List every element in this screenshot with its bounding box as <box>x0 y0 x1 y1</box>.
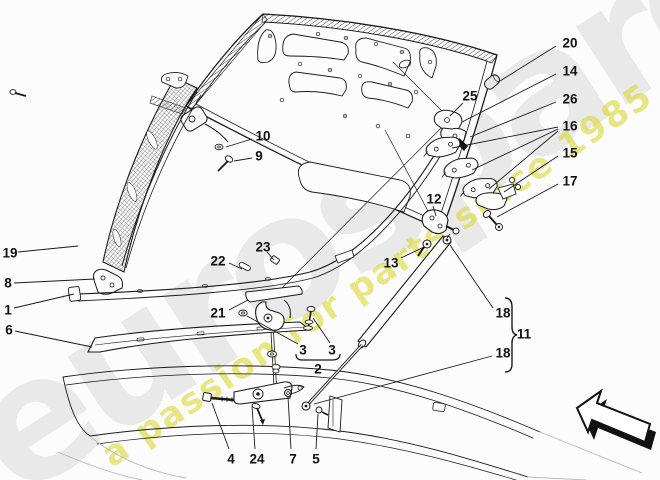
leader-line <box>14 330 93 348</box>
leader-line <box>488 130 559 190</box>
callout-18: 18 <box>495 306 511 321</box>
leader-line <box>225 138 253 148</box>
leader-line <box>451 126 559 149</box>
callout-20: 20 <box>562 36 577 51</box>
callout-4: 4 <box>227 452 235 467</box>
leader-line <box>266 251 275 261</box>
callout-11: 11 <box>517 327 532 342</box>
leader-line <box>312 317 331 344</box>
callout-18: 18 <box>495 346 511 361</box>
callout-10: 10 <box>255 129 270 144</box>
direction-arrow-icon <box>575 388 656 450</box>
leader-line <box>461 73 557 123</box>
leader-line <box>469 101 557 138</box>
leader-line <box>503 155 559 193</box>
engine-lid-drawing <box>149 13 498 294</box>
callout-26: 26 <box>562 92 578 107</box>
leader-line <box>13 278 96 284</box>
leader-line <box>432 205 437 217</box>
leader-line <box>449 102 464 117</box>
callout-21: 21 <box>210 306 226 321</box>
callout-5: 5 <box>312 452 320 467</box>
callout-22: 22 <box>210 254 225 269</box>
group-indicators <box>295 297 518 373</box>
lock-striker-assembly <box>238 285 316 387</box>
leader-line <box>287 396 292 450</box>
grille-assembly <box>9 71 202 295</box>
bonnet-lock-assembly <box>202 381 305 425</box>
callout-9: 9 <box>255 149 263 164</box>
callout-17: 17 <box>562 174 577 189</box>
leader-line <box>449 244 494 309</box>
callout-3: 3 <box>299 343 307 358</box>
leader-line <box>313 355 493 405</box>
callout-6: 6 <box>5 323 13 338</box>
leader-line <box>17 245 79 253</box>
leader-line <box>228 299 249 311</box>
leader-line <box>233 157 253 162</box>
callout-3: 3 <box>328 343 336 358</box>
callout-19: 19 <box>2 246 17 261</box>
leader-line <box>13 293 75 309</box>
callout-13: 13 <box>383 256 399 271</box>
hinge-parts <box>417 74 522 257</box>
callout-25: 25 <box>462 89 478 104</box>
callout-7: 7 <box>289 452 297 467</box>
callout-2: 2 <box>314 362 322 377</box>
leader-line <box>246 315 299 345</box>
leader-line <box>315 413 319 450</box>
callout-24: 24 <box>249 452 265 467</box>
leader-line <box>251 405 256 450</box>
leader-line <box>471 128 559 171</box>
callout-23: 23 <box>255 240 271 255</box>
small-fasteners <box>214 143 280 272</box>
body-aperture-outline <box>57 365 643 480</box>
leader-line <box>496 183 559 218</box>
leader-line <box>211 402 230 450</box>
leader-line <box>499 45 557 82</box>
callout-1: 1 <box>4 303 12 318</box>
callout-15: 15 <box>562 146 578 161</box>
callout-14: 14 <box>562 64 578 79</box>
leader-line <box>400 246 425 259</box>
lid-bolt-holes <box>267 31 433 139</box>
gas-strut <box>301 235 452 416</box>
leader-line <box>228 262 243 270</box>
callout-16: 16 <box>562 119 578 134</box>
callout-8: 8 <box>4 276 12 291</box>
callout-12: 12 <box>426 192 441 207</box>
